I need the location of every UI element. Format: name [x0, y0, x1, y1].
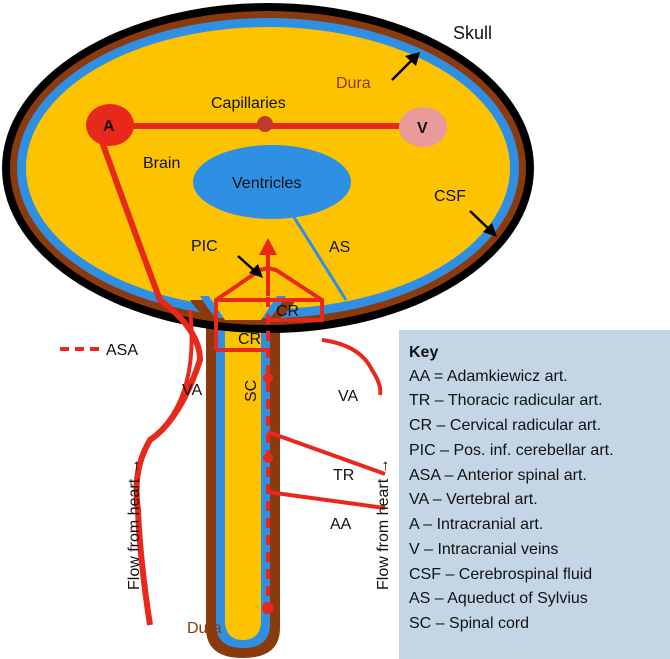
tr-label: TR: [333, 467, 354, 484]
dura-label-bottom: Dura: [187, 620, 222, 637]
key-entry: A – Intracranial art.: [409, 516, 543, 533]
adamkiewicz-artery: [268, 492, 385, 508]
vertebral-artery-right: [322, 340, 380, 395]
dura-label-top: Dura: [336, 75, 371, 92]
thoracic-radicular-artery: [268, 432, 385, 474]
cr-top-label: CR: [276, 303, 299, 320]
capillaries-label: Capillaries: [211, 95, 286, 112]
key-entry: VA – Vertebral art.: [409, 491, 538, 508]
sc-label: SC: [243, 380, 260, 402]
pic-label: PIC: [191, 238, 218, 255]
brain-label: Brain: [143, 155, 180, 172]
skull-label: Skull: [453, 23, 492, 43]
asa-node-3: [262, 602, 274, 614]
csf-label: CSF: [434, 188, 466, 205]
key-entry: TR – Thoracic radicular art.: [409, 392, 603, 409]
asa-node-1: [263, 373, 273, 383]
flow-from-heart-left: Flow from heart →: [126, 458, 143, 590]
ventricles-label: Ventricles: [232, 175, 301, 192]
key-entry: PIC – Pos. inf. cerebellar art.: [409, 442, 614, 459]
asa-node-2: [263, 453, 273, 463]
va-right-label: VA: [338, 388, 358, 405]
vertebral-artery-left-branch: [150, 310, 192, 440]
key-entry: SC – Spinal cord: [409, 615, 529, 632]
key-entry: AA = Adamkiewicz art.: [409, 368, 568, 385]
artery-node-label: A: [103, 118, 115, 135]
key-entry: CR – Cervical radicular art.: [409, 417, 601, 434]
key-entry: V – Intracranial veins: [409, 541, 558, 558]
key-entry: ASA – Anterior spinal art.: [409, 467, 587, 484]
capillaries-node: [257, 116, 273, 132]
key-title: Key: [409, 344, 438, 361]
key-entry: AS – Aqueduct of Sylvius: [409, 590, 588, 607]
as-label: AS: [329, 239, 350, 256]
aa-label: AA: [330, 516, 352, 533]
cr-left-label: CR: [238, 331, 261, 348]
flow-from-heart-right: Flow from heart →: [375, 458, 392, 590]
vein-node-label: V: [417, 120, 428, 137]
key-entry: CSF – Cerebrospinal fluid: [409, 566, 592, 583]
asa-label: ASA: [106, 342, 138, 359]
va-left-label: VA: [182, 382, 202, 399]
